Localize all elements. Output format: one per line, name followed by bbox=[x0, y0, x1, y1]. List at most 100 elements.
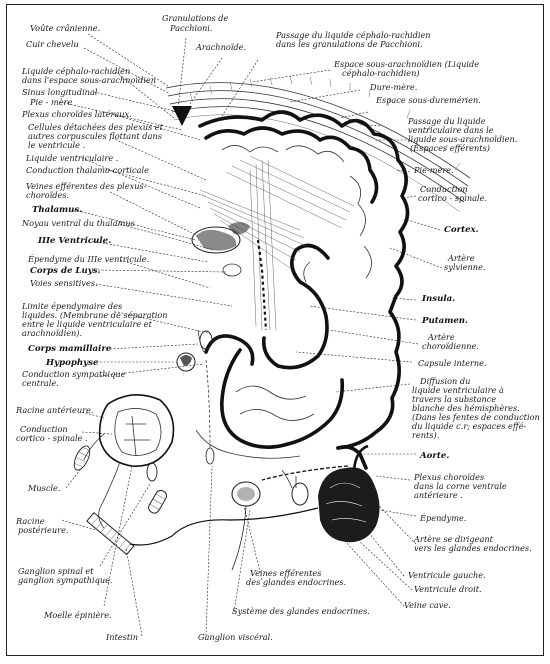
label-diffusion-6: du liquide c.r; espaces effé- bbox=[412, 421, 527, 431]
label-passage-vent-1: Passage du liquide bbox=[407, 116, 486, 126]
label-veines-plexus-2: choroïdes. bbox=[26, 190, 69, 200]
label-diffusion-3: travers la substance bbox=[412, 394, 496, 404]
label-limite-2: liquides. (Membrane de séparation bbox=[22, 310, 168, 320]
label-passage-vent-4: (Espaces efférents) bbox=[410, 143, 490, 153]
label-voies-sensitives: Voies sensitives. bbox=[30, 278, 98, 288]
label-pie-mere-left: Pie - mère bbox=[29, 97, 72, 107]
skull-layers bbox=[165, 75, 471, 213]
vein-from-glands bbox=[129, 507, 319, 546]
arachnoid-line bbox=[173, 114, 461, 213]
endocrine-gland-1-core bbox=[237, 487, 255, 501]
label-veines-plexus-1: Veines efférentes des plexus- bbox=[26, 181, 147, 191]
label-cond-cortico-r-1: Conduction bbox=[420, 184, 468, 194]
bottom-labels: Veines efférentes des glandes endocrines… bbox=[198, 568, 370, 642]
left-labels: Voûte crânienne. Cuir chevelu Liquide cé… bbox=[15, 23, 168, 642]
skull-inner bbox=[169, 98, 467, 195]
ventricle-roof bbox=[204, 126, 379, 204]
scalp-outline bbox=[165, 82, 471, 179]
label-cortex: Cortex. bbox=[444, 225, 479, 235]
sinus-longitudinal bbox=[172, 106, 192, 126]
label-insula: Insula. bbox=[421, 294, 455, 304]
gyrus-fold-2 bbox=[285, 145, 345, 163]
label-diffusion-2: liquide ventriculaire à bbox=[412, 385, 504, 395]
label-limite-1: Limite épendymaire des bbox=[21, 301, 122, 311]
label-limite-3: entre le liquide ventriculaire et bbox=[22, 319, 153, 329]
corps-luys bbox=[222, 263, 242, 277]
label-plexus-lateraux: Plexus choroïdes latéraux. bbox=[21, 109, 132, 119]
label-ventricule-droit: Ventricule droit. bbox=[414, 584, 482, 594]
muscle-shape bbox=[73, 445, 91, 471]
choroid-plexus-cluster bbox=[196, 229, 237, 251]
label-corps-luys: Corps de Luys. bbox=[30, 266, 101, 276]
sylvian-fissure-loop bbox=[261, 243, 330, 370]
posterior-root-nerve bbox=[98, 461, 121, 529]
label-espace-sous-arach-2: céphalo-rachidien) bbox=[342, 68, 420, 78]
pituitary-stalk bbox=[197, 329, 205, 353]
gyrus-fold-3 bbox=[349, 175, 366, 237]
label-conduction-thalamo: Conduction thalamo-corticale bbox=[26, 165, 149, 175]
insula-fold bbox=[303, 261, 311, 283]
spinal-cord bbox=[73, 359, 215, 556]
label-limite-4: arachnoïdien). bbox=[22, 328, 82, 338]
label-hypophyse: Hypophyse bbox=[45, 358, 99, 368]
label-racine-posterieure-2: postérieure. bbox=[18, 525, 69, 535]
label-plexus-corne-2: dans la corne ventrale bbox=[414, 481, 507, 491]
sympathetic-ganglion bbox=[205, 447, 215, 465]
choroidal-artery-descent bbox=[336, 445, 368, 470]
csf-dotted-path bbox=[256, 239, 268, 331]
label-voute-cranienne: Voûte crânienne. bbox=[30, 23, 100, 33]
label-ganglion-visceral: Ganglion viscéral. bbox=[198, 632, 273, 642]
label-systeme-glandes: Système des glandes endocrines. bbox=[232, 606, 370, 616]
gland-capsule bbox=[148, 489, 167, 514]
label-moelle-epiniere: Moelle épinière. bbox=[43, 610, 112, 620]
label-artere-glandes-1: Artère se dirigeant bbox=[413, 534, 494, 544]
spinal-cord-section bbox=[98, 394, 175, 467]
temporal-lobe-boundary bbox=[220, 348, 345, 449]
label-granulations-1: Granulations de bbox=[162, 13, 229, 23]
label-cond-symp-1: Conduction sympathique bbox=[22, 369, 126, 379]
label-cellules-2: autres corpuscules flottant dans bbox=[28, 131, 162, 141]
label-artere-chor-1: Artère bbox=[427, 332, 455, 342]
artery-to-glands bbox=[261, 465, 349, 481]
label-veine-cave: Veine cave. bbox=[404, 600, 451, 610]
label-lcr-sous-arach-1: Liquide céphalo-rachidien bbox=[21, 66, 130, 76]
label-noyau-ventral: Noyau ventral du thalamus bbox=[21, 218, 135, 228]
label-racine-posterieure-1: Racine bbox=[15, 516, 45, 526]
label-artere-chor-2: choroïdienne. bbox=[422, 341, 479, 351]
label-pie-mere-right: Pie-mère. bbox=[413, 165, 454, 175]
label-cond-cortico-l-2: cortico - spinale . bbox=[16, 433, 88, 443]
label-cond-cortico-l-1: Conduction bbox=[20, 424, 68, 434]
label-intestin: Intestin bbox=[105, 632, 138, 642]
label-muscle: Muscle. bbox=[27, 483, 61, 493]
intestine-shape bbox=[86, 511, 135, 556]
label-cellules-3: le ventricule . bbox=[28, 140, 85, 150]
hypophyse-core bbox=[180, 355, 192, 366]
label-passage-lcr-1: Passage du liquide céphalo-rachidien bbox=[275, 30, 431, 40]
skull-outer bbox=[167, 90, 469, 187]
leader-lines bbox=[59, 33, 443, 637]
label-diffusion-4: blanche des hémisphères. bbox=[412, 403, 520, 413]
cortex-outer-boundary bbox=[198, 110, 410, 450]
spinal-ganglion bbox=[146, 462, 158, 482]
label-cond-symp-2: centrale. bbox=[22, 378, 59, 388]
top-labels: Granulations de Pacchioni. Arachnoïde. P… bbox=[162, 13, 481, 105]
lateral-ventricle bbox=[204, 334, 255, 366]
label-diffusion-1: Diffusion du bbox=[419, 376, 470, 386]
base-line bbox=[195, 429, 301, 459]
right-labels: Passage du liquide ventriculaire dans le… bbox=[404, 116, 540, 610]
label-artere-sylv-1: Artère bbox=[447, 253, 475, 263]
label-diffusion-5: (Dans les fentes de conduction bbox=[412, 412, 540, 422]
choroid-plexus-small bbox=[228, 222, 250, 235]
label-sinus-longitudinal: Sinus longitudinal bbox=[22, 87, 98, 97]
brain-hemisphere bbox=[195, 110, 410, 459]
label-plexus-corne-3: antérieure . bbox=[414, 490, 463, 500]
thalamus-region bbox=[176, 155, 355, 372]
label-diffusion-7: rents). bbox=[412, 430, 439, 440]
label-veines-glandes-2: des glandes endocrines. bbox=[246, 577, 346, 587]
heart-shape bbox=[318, 467, 380, 543]
label-granulations-2: Pacchioni. bbox=[169, 23, 213, 33]
label-iii-ventricule: IIIe Ventricule. bbox=[37, 236, 111, 246]
gland-efferent-vein bbox=[231, 505, 247, 571]
label-artere-sylv-2: sylvienne. bbox=[444, 262, 486, 272]
